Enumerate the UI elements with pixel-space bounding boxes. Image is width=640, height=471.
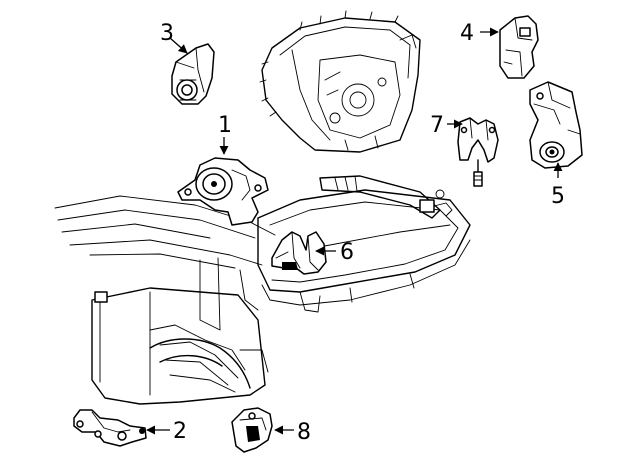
- callout-5: 5: [551, 184, 565, 209]
- part-6-mount: [271, 231, 327, 275]
- part-8-mount: [231, 407, 273, 453]
- part-5-mount: [529, 81, 583, 169]
- arrow-3: [169, 37, 188, 54]
- callout-labels: 1 2 3 4 5 6 7 8: [160, 21, 565, 445]
- callout-7: 7: [430, 113, 444, 138]
- callout-3: 3: [160, 21, 174, 46]
- part-1-mount: [177, 157, 269, 226]
- part-7-bracket: [457, 117, 499, 187]
- vehicle-frame-illustration: [54, 195, 276, 405]
- callout-1: 1: [218, 113, 232, 138]
- part-2-bracket: [73, 409, 147, 447]
- part-4-bracket: [499, 15, 539, 79]
- callout-8: 8: [297, 420, 311, 445]
- callout-6: 6: [340, 240, 354, 265]
- transaxle-illustration: [259, 10, 421, 153]
- callout-2: 2: [173, 419, 187, 444]
- callout-4: 4: [460, 21, 474, 46]
- part-3-mount: [171, 43, 215, 105]
- callout-arrows: [146, 27, 563, 435]
